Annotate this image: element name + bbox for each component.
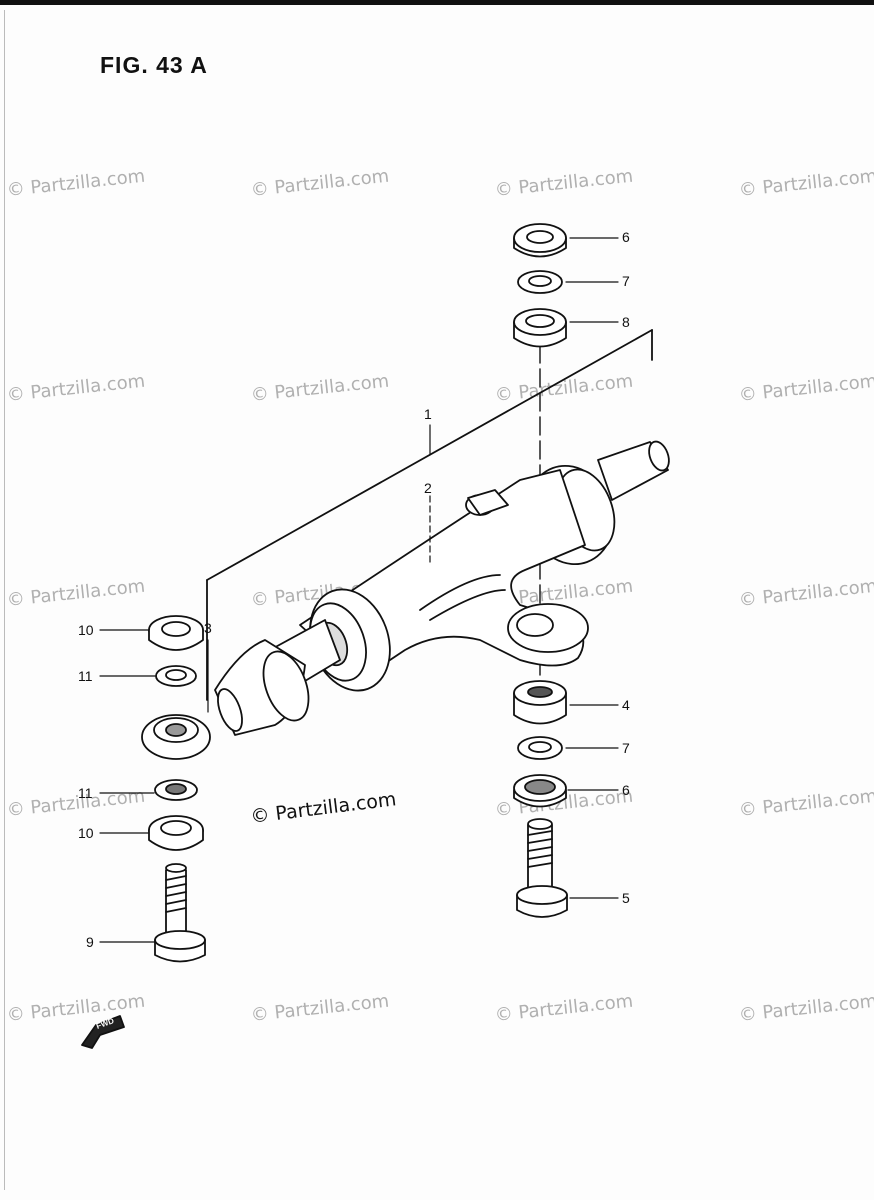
ball-joint bbox=[141, 714, 211, 760]
callout-8: 8 bbox=[622, 314, 630, 330]
bushing-8 bbox=[513, 308, 567, 348]
bushing-4 bbox=[513, 680, 567, 725]
fwd-arrow-shape bbox=[81, 1015, 125, 1049]
washer-6-bottom bbox=[513, 774, 567, 808]
top-border bbox=[0, 0, 874, 5]
bolt-9 bbox=[154, 863, 206, 963]
washer-6-top bbox=[513, 223, 567, 258]
washer-10-bottom bbox=[148, 815, 204, 851]
front-cone bbox=[214, 639, 310, 736]
callout-7-top: 7 bbox=[622, 273, 630, 289]
callout-6-top: 6 bbox=[622, 229, 630, 245]
washer-11-bottom bbox=[154, 779, 198, 801]
callout-9: 9 bbox=[86, 934, 94, 950]
callout-11-bottom: 11 bbox=[78, 785, 93, 801]
callout-11-top: 11 bbox=[78, 668, 93, 684]
callout-5: 5 bbox=[622, 890, 630, 906]
callout-4: 4 bbox=[622, 697, 630, 713]
figure-title: FIG. 43 A bbox=[100, 52, 208, 78]
callout-3: 3 bbox=[204, 620, 212, 636]
washer-11-top bbox=[155, 665, 197, 687]
bolt-5 bbox=[516, 818, 568, 918]
callout-7-bottom: 7 bbox=[622, 740, 630, 756]
callout-10-top: 10 bbox=[78, 622, 94, 638]
left-edge bbox=[4, 10, 5, 1190]
washer-10-top bbox=[148, 615, 204, 651]
callout-1: 1 bbox=[424, 406, 432, 422]
side-nub bbox=[465, 489, 509, 516]
callout-2: 2 bbox=[424, 480, 432, 496]
washer-7-bottom bbox=[517, 736, 563, 760]
pivot-eye bbox=[507, 603, 589, 653]
rear-shaft bbox=[597, 440, 670, 501]
callout-6-bottom: 6 bbox=[622, 782, 630, 798]
callout-10-bottom: 10 bbox=[78, 825, 94, 841]
washer-7-top bbox=[517, 270, 563, 294]
